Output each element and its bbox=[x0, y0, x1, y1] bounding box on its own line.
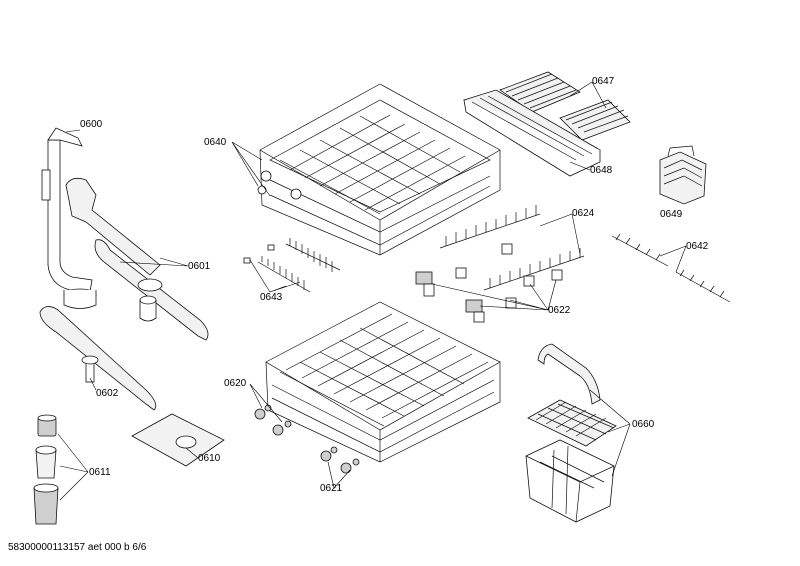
label-0601: 0601 bbox=[188, 261, 211, 272]
label-0643: 0643 bbox=[260, 292, 283, 303]
label-0602: 0602 bbox=[96, 388, 119, 399]
label-0611: 0611 bbox=[89, 467, 111, 478]
cutlery-basket bbox=[525, 343, 617, 523]
label-0640: 0640 bbox=[204, 137, 227, 148]
label-0647: 0647 bbox=[592, 76, 615, 87]
cutlery-tray bbox=[463, 89, 601, 177]
label-0624: 0624 bbox=[572, 208, 595, 219]
leader-lines bbox=[57, 81, 687, 501]
lower-spray-arm bbox=[39, 306, 157, 411]
fold-down-tine-rows bbox=[439, 205, 585, 291]
small-cutlery-basket bbox=[659, 145, 707, 205]
label-0648: 0648 bbox=[590, 165, 613, 176]
label-0660: 0660 bbox=[632, 419, 655, 430]
lower-basket bbox=[265, 301, 501, 463]
label-0649: 0649 bbox=[660, 209, 683, 220]
label-0610: 0610 bbox=[198, 453, 221, 464]
spray-arm-supply-tube bbox=[41, 127, 97, 309]
label-0622: 0622 bbox=[548, 305, 571, 316]
filter-cover-plate bbox=[131, 413, 225, 467]
label-0621: 0621 bbox=[320, 483, 343, 494]
document-footer: 58300000113157 aet 000 b 6/6 bbox=[8, 542, 147, 553]
cutlery-tray-inserts bbox=[499, 71, 631, 141]
label-0620: 0620 bbox=[224, 378, 247, 389]
label-0642: 0642 bbox=[686, 241, 709, 252]
basket-wheels bbox=[254, 404, 360, 474]
fold-down-tines-left bbox=[243, 238, 341, 293]
upper-spray-arm bbox=[65, 177, 209, 341]
upper-basket bbox=[257, 83, 501, 256]
tine-clips bbox=[415, 243, 563, 323]
tine-strips bbox=[611, 233, 731, 303]
label-0600: 0600 bbox=[80, 119, 103, 130]
filter-set bbox=[33, 414, 59, 525]
